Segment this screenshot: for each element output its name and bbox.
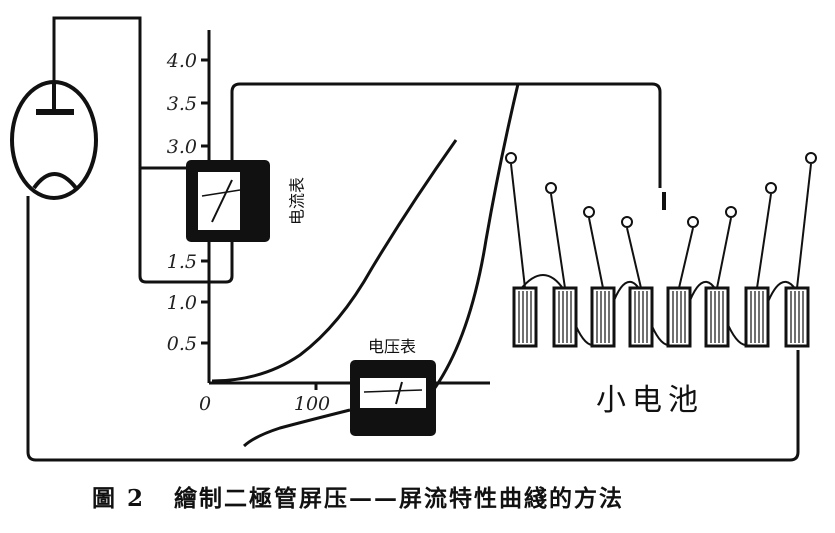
y-tick-label: 1.0	[167, 292, 197, 314]
battery-tap-lead	[626, 227, 642, 289]
battery-tap-terminal	[725, 206, 737, 218]
y-tick-label: 1.5	[167, 251, 197, 273]
battery-cell	[590, 286, 616, 348]
battery-cell	[744, 286, 770, 348]
battery-tap-terminal	[805, 152, 817, 164]
battery-tap-lead	[588, 217, 604, 289]
voltmeter	[350, 360, 436, 436]
battery-tap-lead	[678, 227, 694, 289]
characteristic-curve	[211, 139, 458, 383]
circuit-wires	[26, 16, 800, 462]
battery-label: 小电池	[596, 383, 704, 418]
battery-tap-lead	[716, 217, 732, 289]
figure-caption: 繪制二極管屏压——屏流特性曲綫的方法	[174, 485, 624, 512]
battery-tap-lead	[796, 163, 812, 289]
x-tick-label: 0	[199, 393, 211, 415]
battery-cell	[628, 286, 654, 348]
battery-tap-terminal	[545, 182, 557, 194]
battery-cell	[666, 286, 692, 348]
battery-tap-terminal	[765, 182, 777, 194]
battery-tap-lead	[550, 193, 566, 289]
battery-cell	[704, 286, 730, 348]
battery-tap-terminal	[621, 216, 633, 228]
voltmeter-label: 电压表	[368, 337, 416, 356]
battery-tap-lead	[756, 193, 772, 289]
battery-tap-terminal	[687, 216, 699, 228]
figure-number: 圖 2	[92, 485, 145, 512]
battery-tap-lead	[510, 163, 526, 289]
battery-cell	[512, 286, 538, 348]
x-tick-label: 100	[294, 393, 330, 415]
battery-bank	[505, 152, 817, 348]
ammeter-label: 电流表	[288, 177, 307, 225]
battery-tap-terminal	[583, 206, 595, 218]
battery-tap-terminal	[505, 152, 517, 164]
y-tick-label: 3.5	[167, 93, 197, 115]
y-tick-label: 4.0	[166, 50, 197, 72]
y-tick-label: 3.0	[167, 136, 197, 158]
diode-tube	[10, 80, 98, 200]
battery-cell	[784, 286, 810, 348]
ammeter	[186, 160, 270, 242]
battery-cell	[552, 286, 578, 348]
y-tick-label: 0.5	[167, 333, 197, 355]
